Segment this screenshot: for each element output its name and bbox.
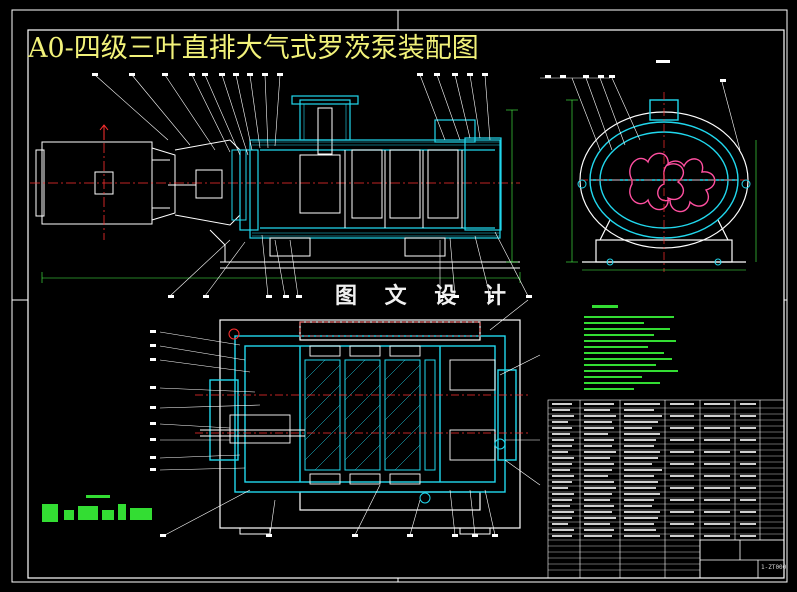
sheet-code: 1-ZT000 bbox=[761, 564, 787, 571]
motor-center-lines bbox=[30, 125, 520, 240]
end-section-view bbox=[540, 60, 757, 272]
plan-section-view bbox=[150, 299, 541, 537]
watermark-text: 图 文 设 计 bbox=[335, 284, 516, 309]
rotor-lobes-plan bbox=[304, 359, 436, 471]
pump-body-elevation bbox=[239, 95, 502, 239]
casing-bolts bbox=[577, 179, 751, 266]
pump-internals-elevation bbox=[299, 107, 463, 228]
section-balloons bbox=[545, 60, 726, 82]
section-dims bbox=[566, 99, 757, 271]
parts-list-rows bbox=[548, 407, 784, 571]
section-center-lines bbox=[580, 92, 750, 272]
leader-lines-elevation bbox=[94, 74, 529, 297]
front-elevation-view bbox=[30, 73, 532, 298]
parts-list-entries bbox=[552, 403, 756, 537]
plan-center-lines bbox=[195, 321, 530, 434]
plan-internals bbox=[200, 345, 496, 485]
base-elevation bbox=[209, 229, 520, 269]
pump-specifications-block bbox=[42, 495, 152, 522]
housing-hatch bbox=[252, 104, 500, 237]
plan-balloons bbox=[150, 330, 498, 537]
three-lobe-rotors bbox=[629, 152, 716, 213]
title-block bbox=[699, 539, 785, 579]
dimension-lines-elevation bbox=[41, 109, 521, 283]
plan-walls-cyan bbox=[209, 335, 517, 493]
balloon-labels-top bbox=[92, 73, 532, 298]
rotor-hatching bbox=[304, 359, 421, 471]
drawing-frame bbox=[11, 9, 788, 583]
motor-mark bbox=[99, 124, 109, 140]
drawing-title: A0-四级三叶直排大气式罗茨泵装配图 bbox=[28, 33, 479, 64]
technical-requirements-block bbox=[584, 305, 678, 390]
plan-leaders bbox=[159, 299, 541, 536]
